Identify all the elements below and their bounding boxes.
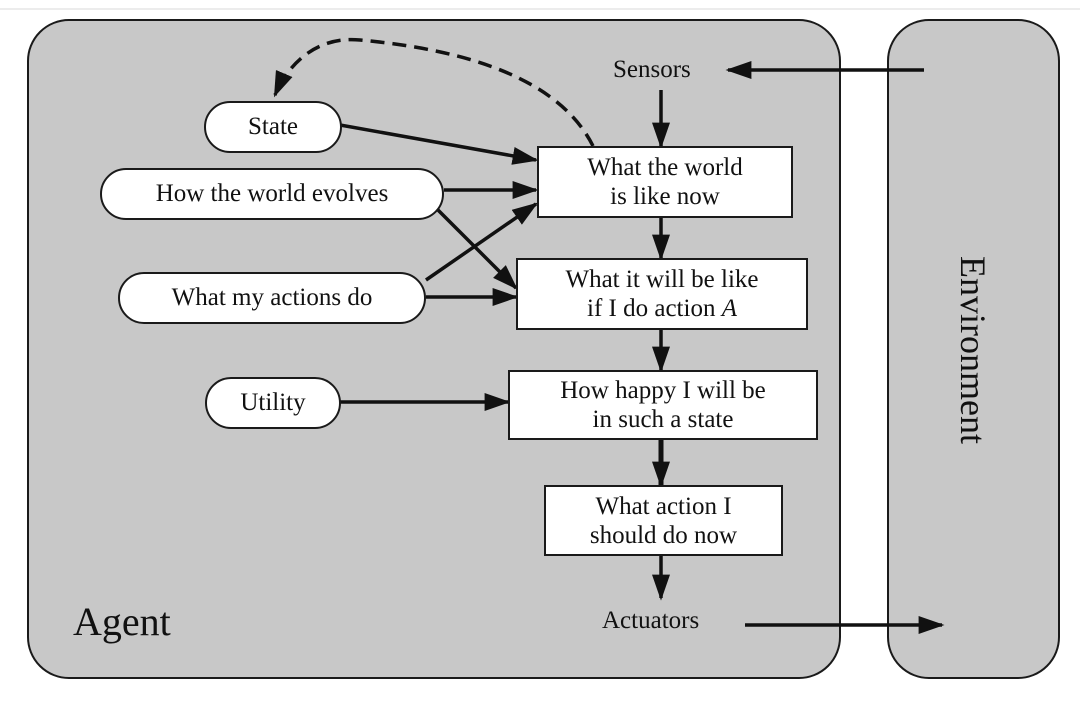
environment-label: Environment [953,256,993,444]
world-now-box: What the world is like now [537,146,793,218]
utility-label: Utility [240,389,306,416]
how-happy-line1: How happy I will be [560,377,766,404]
agent-label: Agent [73,599,171,644]
world-now-line1: What the world [587,154,743,181]
top-divider [0,8,1080,10]
arrow-evolves-to-will-be-like [428,200,518,290]
action-now-line2: should do now [589,521,738,549]
action-variable: A [721,295,737,322]
arrow-actions-to-world-now [425,202,539,282]
will-be-like-box: What it will be like if I do action A [516,258,808,330]
actuators-label: Actuators [602,607,700,634]
dashed-arrow-world-now-to-state [273,37,595,147]
will-be-like-line2: if I do action A [587,294,737,323]
actions-do-oval: What my actions do [118,272,426,324]
action-now-line1: What action I [595,492,732,520]
world-evolves-oval: How the world evolves [100,168,444,220]
state-label: State [248,113,298,140]
will-be-like-line1: What it will be like [565,266,759,293]
agent-panel [27,19,841,679]
world-now-line2: is like now [610,183,720,210]
action-now-box: What action I should do now [544,485,783,556]
arrow-state-to-world-now [339,123,539,165]
how-happy-box: How happy I will be in such a state [508,370,818,440]
state-oval: State [204,101,342,153]
world-evolves-label: How the world evolves [155,180,389,207]
how-happy-line2: in such a state [592,406,734,433]
actions-do-label: What my actions do [171,284,373,311]
sensors-label: Sensors [613,56,691,83]
will-be-like-line2-prefix: if I do action [587,295,722,322]
environment-panel [887,19,1060,679]
utility-oval: Utility [205,377,341,429]
